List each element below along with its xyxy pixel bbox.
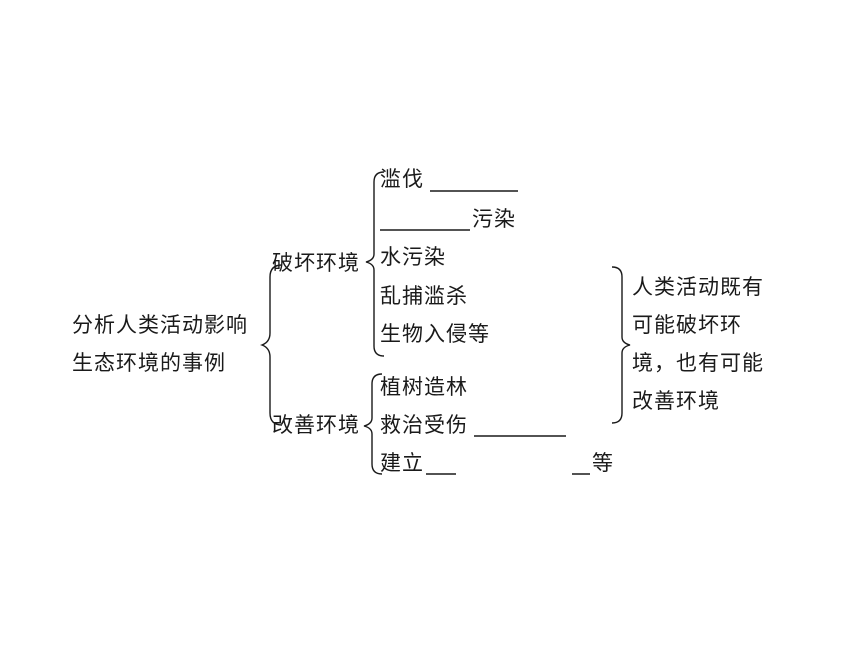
conclusion-line-3: 境，也有可能: [632, 351, 764, 375]
item-rescue: 救治受伤: [380, 413, 468, 437]
root-line-1: 分析人类活动影响: [72, 313, 248, 337]
improve-brace: [363, 373, 383, 475]
conclusion-brace: [611, 266, 631, 424]
root-brace: [260, 264, 283, 426]
branch-improve-label: 改善环境: [272, 413, 360, 437]
conclusion-line-4: 改善环境: [632, 389, 720, 413]
destroy-brace: [365, 171, 385, 357]
conclusion-line-1: 人类活动既有: [632, 275, 764, 299]
item-build-suffix: 等: [592, 451, 614, 475]
item-plant-trees: 植树造林: [380, 375, 468, 399]
item-hunting: 乱捕滥杀: [380, 284, 468, 308]
item-water-pollution: 水污染: [380, 245, 446, 269]
item-deforest: 滥伐: [380, 167, 424, 191]
item-invasion: 生物入侵等: [380, 322, 490, 346]
item-pollution: 污染: [472, 207, 516, 231]
branch-destroy-label: 破坏环境: [272, 251, 360, 275]
conclusion-line-2: 可能破坏环: [632, 313, 742, 337]
root-line-2: 生态环境的事例: [72, 351, 226, 375]
item-build: 建立: [380, 451, 424, 475]
